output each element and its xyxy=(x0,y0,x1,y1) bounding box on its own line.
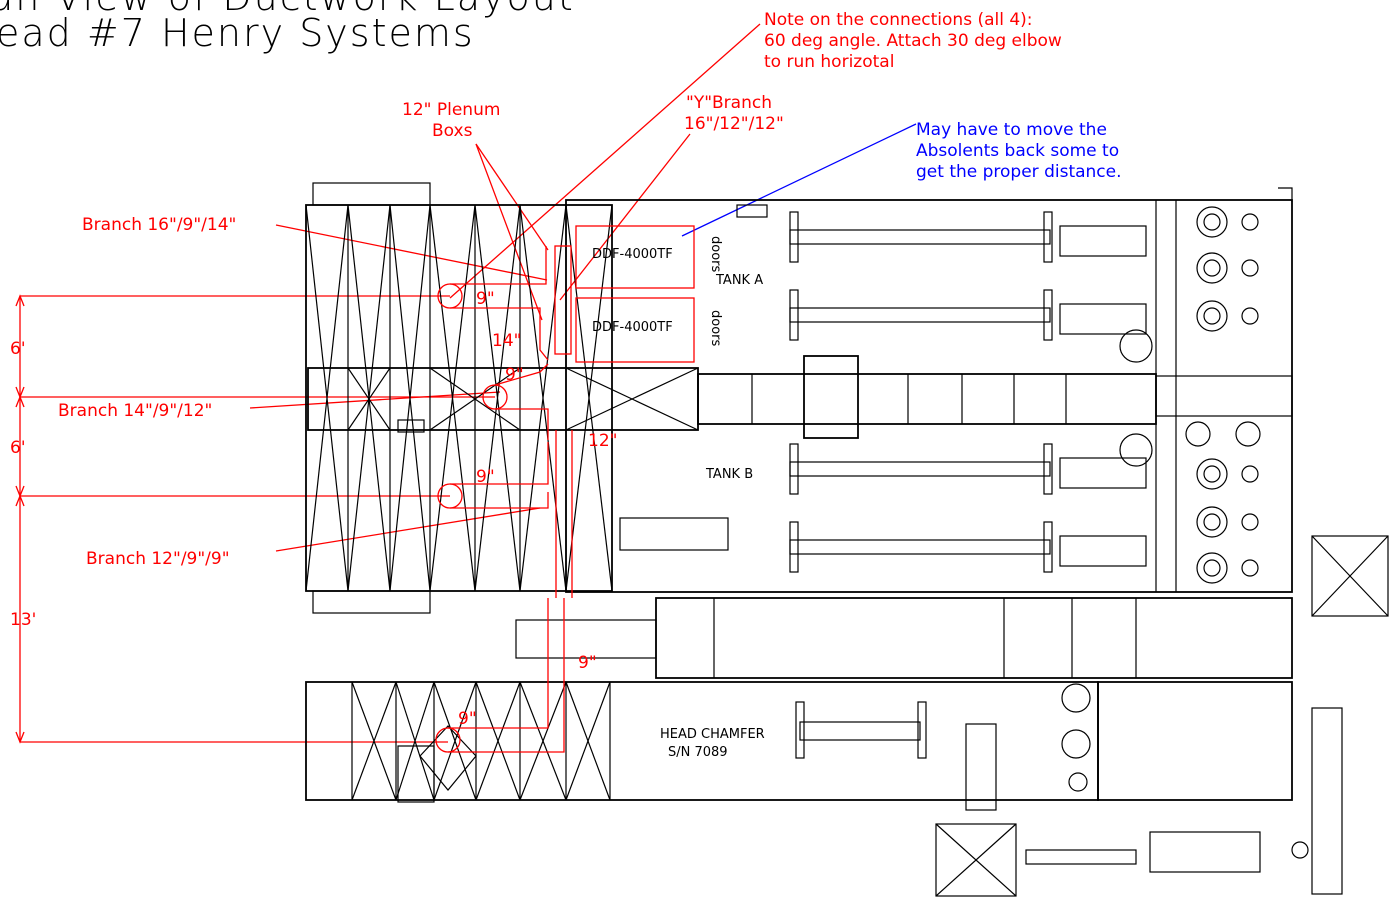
connections-note: Note on the connections (all 4): 60 deg … xyxy=(764,10,1062,72)
ddf-unit-b: DDF-4000TF xyxy=(592,320,673,335)
ybranch-line: "Y"Branch xyxy=(686,93,772,113)
branch-label-3: Branch 12"/9"/9" xyxy=(86,549,230,569)
note-line: get the proper distance. xyxy=(916,162,1122,182)
absolents-note: May have to move the Absolents back some… xyxy=(916,120,1122,182)
duct-size-1: 9" xyxy=(476,289,495,309)
dimension-lines xyxy=(15,294,495,744)
duct-size-3: 9" xyxy=(505,365,524,385)
branch-label-2: Branch 14"/9"/12" xyxy=(58,401,212,421)
head-chamfer-label: HEAD CHAMFER xyxy=(660,727,765,742)
duct-size-4: 12" xyxy=(588,431,617,451)
tank-b-label: TANK B xyxy=(705,467,753,482)
middle-conveyor xyxy=(515,597,1293,679)
doors-label-b: doors xyxy=(708,310,723,347)
tank-area: DDF-4000TF DDF-4000TF doors doors TANK A… xyxy=(554,187,1293,593)
note-line: May have to move the xyxy=(916,120,1107,140)
note-line: 60 deg angle. Attach 30 deg elbow xyxy=(764,31,1062,51)
motors xyxy=(1185,206,1261,584)
plenum-line: 12" Plenum xyxy=(402,100,500,120)
leader-lines xyxy=(249,23,917,552)
tank-a-label: TANK A xyxy=(715,273,763,288)
red-duct-runs xyxy=(435,246,573,753)
plenum-label: 12" Plenum Boxs xyxy=(402,100,500,141)
serial-label: S/N 7089 xyxy=(668,745,728,760)
note-line: Absolents back some to xyxy=(916,141,1119,161)
duct-size-5: 9" xyxy=(476,467,495,487)
title-line-1: an View of Ductwork Layout xyxy=(0,0,575,19)
title-line-2: ead #7 Henry Systems xyxy=(0,11,475,55)
ddf-unit-a: DDF-4000TF xyxy=(592,247,673,262)
ybranch-line: 16"/12"/12" xyxy=(684,114,784,134)
dim-label-3: 13' xyxy=(10,610,36,630)
right-equipment xyxy=(935,535,1389,897)
head-chamfer-section: HEAD CHAMFER S/N 7089 xyxy=(305,681,1293,811)
note-line: Note on the connections (all 4): xyxy=(764,10,1033,30)
branch-label-1: Branch 16"/9"/14" xyxy=(82,215,236,235)
ybranch-label: "Y"Branch 16"/12"/12" xyxy=(684,93,784,134)
doors-label-a: doors xyxy=(708,236,723,273)
dim-label-2: 6' xyxy=(10,438,26,458)
note-line: to run horizotal xyxy=(764,52,894,72)
duct-size-6: 9" xyxy=(578,653,597,673)
rollers xyxy=(789,211,1147,573)
plenum-line: Boxs xyxy=(432,121,473,141)
dim-label-1: 6' xyxy=(10,339,26,359)
duct-size-2: 14" xyxy=(492,331,521,351)
duct-size-7: 9" xyxy=(458,709,477,729)
